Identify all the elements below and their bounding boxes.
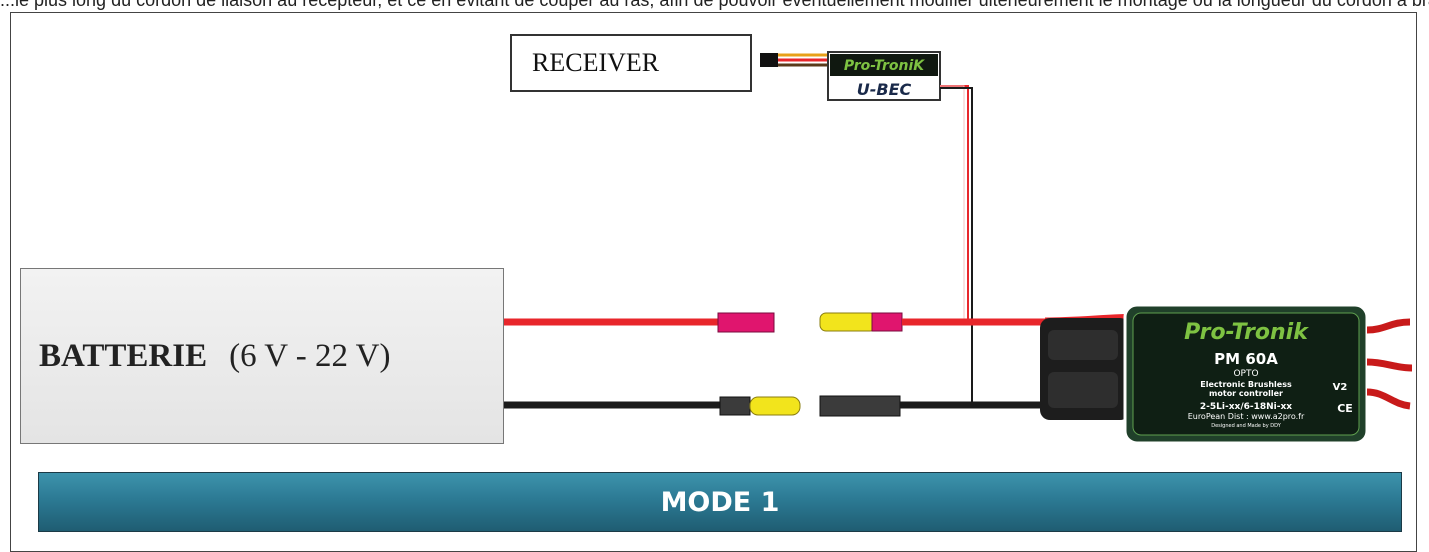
ubec-module: Pro-TroniK U-BEC [827,51,941,101]
esc-model: PM 60A [1214,350,1278,368]
pink-connector-left [717,312,775,333]
receiver-plug [760,53,778,67]
ubec-model: U-BEC [857,80,912,99]
esc-version: V2 [1333,382,1348,393]
ubec-label-band [830,54,938,76]
pink-connector-right [871,312,903,332]
top-caption-text: ...le plus long du cordon de liaison au … [0,0,1429,10]
ubec-brand: Pro-TroniK [844,58,925,74]
esc-desc-1: Electronic Brushless [1200,380,1292,389]
receiver-box: RECEIVER [510,34,752,92]
mode-banner: MODE 1 [38,472,1402,532]
yellow-connector-red [819,312,877,332]
esc-cells: 2-5Li-xx/6-18Ni-xx [1200,402,1292,412]
ubec-power-leads [940,85,973,404]
esc-desc-2: motor controller [1209,389,1283,398]
esc-made-by: Designed and Made by DDY [1211,423,1281,429]
esc-distributor: EuroPean Dist : www.a2pro.fr [1188,412,1305,421]
battery-name: BATTERIE [39,337,208,374]
yellow-connector-black [749,396,801,416]
receiver-signal-cable [760,53,830,67]
battery-voltage-range: (6 V - 22 V) [229,337,391,374]
receiver-label: RECEIVER [532,48,660,77]
grey-connector-right [819,395,901,417]
ce-mark: CE [1337,402,1353,415]
esc-speed-controller: Pro-Tronik PM 60A OPTO Electronic Brushl… [1040,303,1369,445]
esc-opto: OPTO [1233,369,1258,379]
mode-label: MODE 1 [660,486,780,518]
battery-box: BATTERIE (6 V - 22 V) [20,268,504,444]
esc-brand: Pro-Tronik [1184,320,1309,345]
esc-motor-wires [1366,318,1413,410]
grey-connector-left [719,396,751,416]
